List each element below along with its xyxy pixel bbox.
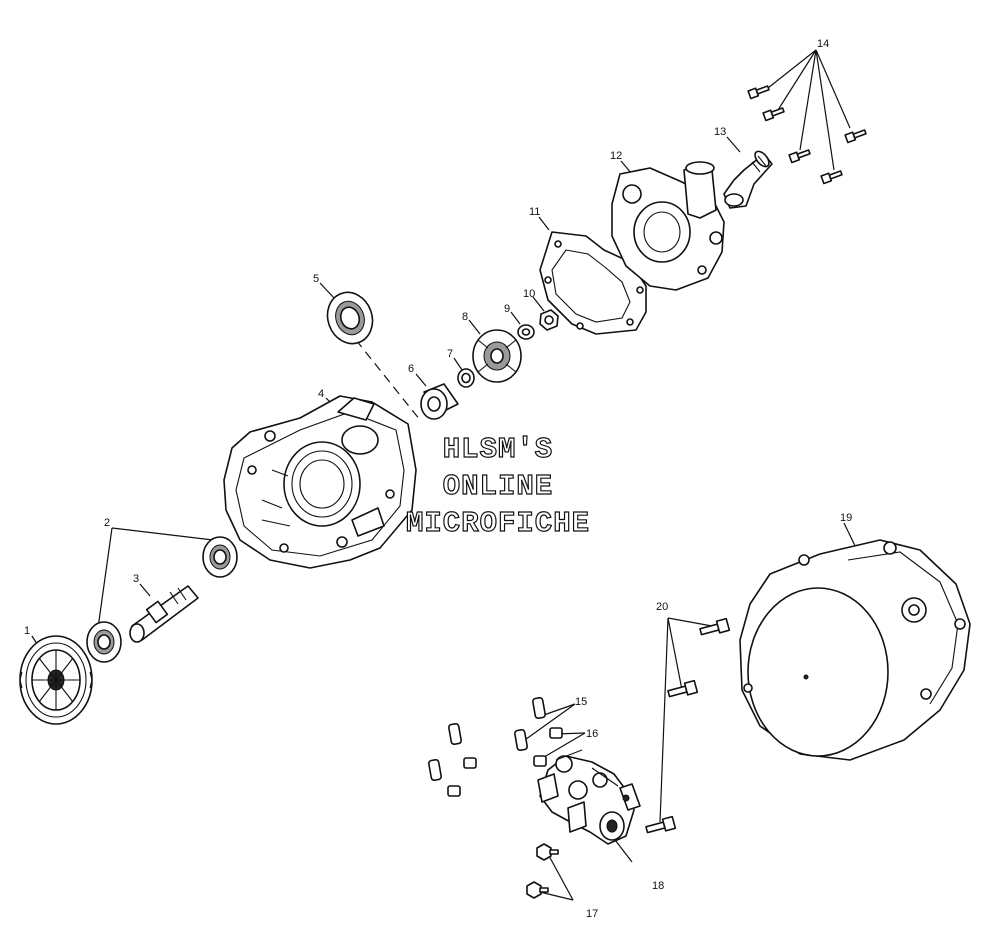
part-7-washer	[457, 368, 475, 388]
part-8-impeller	[472, 329, 522, 383]
callout-13: 13	[714, 126, 726, 138]
callout-4: 4	[318, 388, 324, 400]
callout-labels: 1 2 3 4 5 6 7 8 9 10 11 12 13 14 15 16 1…	[24, 38, 852, 920]
callout-1: 1	[24, 625, 30, 637]
part-16-caps	[447, 727, 563, 797]
part-19-stator-cover	[739, 539, 971, 761]
callout-2: 2	[104, 517, 110, 529]
callout-18: 18	[652, 880, 664, 892]
callout-6: 6	[408, 363, 414, 375]
callout-3: 3	[133, 573, 139, 585]
callout-7: 7	[447, 348, 453, 360]
callout-10: 10	[523, 288, 535, 300]
part-13-hose-fitting	[723, 150, 773, 209]
callout-19: 19	[840, 512, 852, 524]
watermark-line-3: MICROFICHE	[406, 507, 590, 540]
part-17-bolts	[526, 843, 559, 899]
leader-lines	[31, 49, 859, 901]
callout-14: 14	[817, 38, 829, 50]
part-18-thermostat-housing	[537, 749, 641, 845]
callout-5: 5	[313, 273, 319, 285]
callout-11: 11	[529, 206, 540, 218]
part-10-nut	[539, 309, 559, 331]
callout-16: 16	[586, 728, 598, 740]
part-20-bolts	[645, 617, 731, 834]
part-2-bearing-lower	[86, 621, 122, 663]
part-4-pump-housing	[223, 395, 417, 569]
callout-20: 20	[656, 601, 668, 613]
part-3-impeller-shaft	[129, 585, 199, 643]
part-1-drive-gear	[19, 635, 93, 725]
watermark-line-2: ONLINE	[443, 470, 553, 503]
part-6-mechanical-seal	[420, 383, 459, 420]
part-9-washer	[517, 324, 535, 340]
part-12-pump-cover	[611, 161, 725, 291]
part-15-dowels	[428, 696, 546, 782]
part-11-gasket	[539, 231, 647, 335]
callout-8: 8	[462, 311, 468, 323]
callout-9: 9	[504, 303, 510, 315]
part-2-bearing-upper	[202, 536, 238, 578]
callout-12: 12	[610, 150, 622, 162]
watermark: HLSM'S ONLINE MICROFICHE	[405, 432, 590, 540]
part-14-screws	[747, 85, 867, 185]
part-5-oil-seal	[326, 291, 374, 345]
callout-17: 17	[586, 908, 598, 920]
watermark-line-1: HLSM'S	[443, 433, 553, 466]
callout-15: 15	[575, 696, 587, 708]
